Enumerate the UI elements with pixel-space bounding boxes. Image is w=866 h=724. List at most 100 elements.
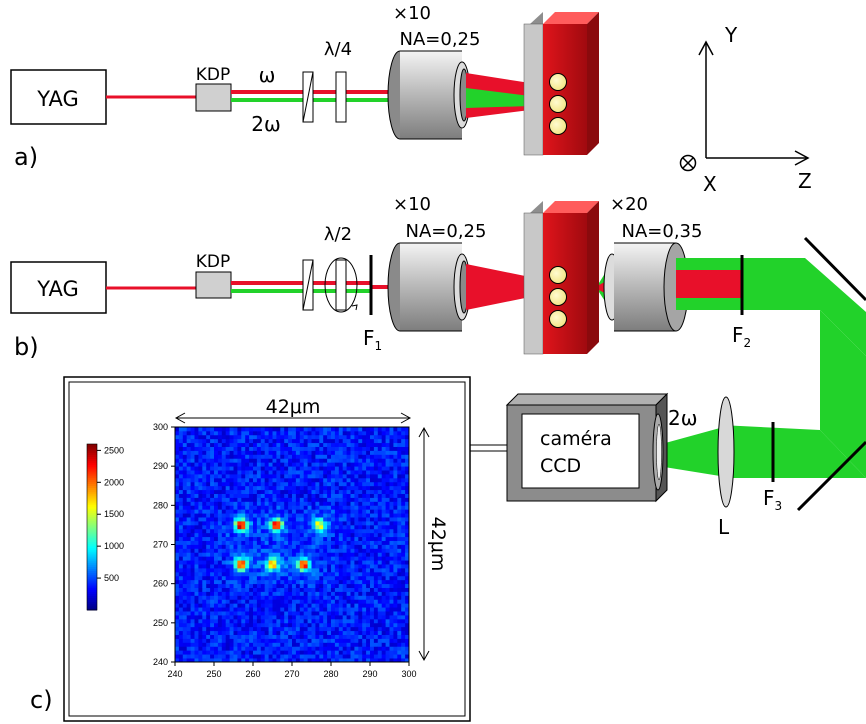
heatmap-cell	[334, 524, 340, 530]
heatmap-cell	[292, 446, 297, 451]
heatmap-cell	[260, 517, 266, 522]
heatmap-cell	[315, 528, 320, 534]
heatmap-cell	[366, 493, 371, 498]
heatmap-cell	[268, 603, 273, 608]
heatmap-cell	[237, 583, 242, 588]
heatmap-cell	[373, 552, 379, 557]
heatmap-cell	[342, 532, 347, 538]
heatmap-cell	[245, 603, 250, 608]
heatmap-cell	[303, 509, 308, 514]
heatmap-cell	[342, 536, 347, 541]
heatmap-cell	[272, 446, 277, 451]
heatmap-cell	[405, 583, 410, 588]
heatmap-cell	[214, 501, 219, 506]
heatmap-cell	[338, 454, 344, 459]
heatmap-cell	[233, 528, 238, 534]
heatmap-cell	[253, 470, 258, 475]
heatmap-cell	[194, 579, 199, 585]
heatmap-cell	[350, 489, 355, 494]
heatmap-cell	[206, 466, 211, 471]
heatmap-cell	[256, 532, 262, 538]
heatmap-cell	[295, 450, 301, 455]
heatmap-cell	[288, 509, 293, 514]
heatmap-cell	[342, 552, 347, 557]
heatmap-cell	[315, 536, 320, 541]
heatmap-cell	[295, 438, 301, 444]
colorbar-segment	[87, 512, 97, 516]
heatmap-cell	[237, 630, 242, 635]
heatmap-cell	[385, 489, 390, 494]
heatmap-cell	[315, 489, 320, 494]
heatmap-cell	[178, 446, 184, 451]
heatmap-cell	[280, 560, 285, 565]
heatmap-cell	[288, 646, 293, 651]
heatmap-cell	[331, 544, 336, 549]
colorbar-segment	[87, 500, 97, 503]
heatmap-cell	[393, 583, 398, 588]
heatmap-cell	[260, 536, 266, 541]
heatmap-cell	[299, 583, 305, 588]
heatmap-cell	[338, 544, 344, 549]
heatmap-cell	[393, 642, 398, 647]
heatmap-cell	[229, 442, 234, 447]
heatmap-cell	[393, 505, 398, 510]
heatmap-cell	[362, 564, 367, 569]
heatmap-cell	[288, 481, 293, 487]
heatmap-cell	[319, 505, 324, 510]
heatmap-cell	[366, 611, 371, 616]
heatmap-cell	[327, 548, 332, 553]
heatmap-cell	[292, 454, 297, 459]
heatmap-cell	[354, 568, 359, 573]
heatmap-cell	[354, 532, 359, 538]
heatmap-cell	[186, 485, 191, 491]
heatmap-cell	[331, 579, 336, 585]
heatmap-cell	[190, 521, 195, 526]
heatmap-cell	[405, 532, 410, 538]
heatmap-cell	[338, 642, 344, 647]
heatmap-cell	[405, 446, 410, 451]
heatmap-cell	[260, 595, 266, 600]
heatmap-cell	[245, 646, 250, 651]
heatmap-cell	[202, 528, 207, 534]
heatmap-cell	[237, 536, 242, 541]
heatmap-cell	[354, 571, 359, 577]
heatmap-cell	[268, 532, 273, 538]
heatmap-cell	[338, 497, 344, 502]
heatmap-cell	[405, 560, 410, 565]
heatmap-cell	[202, 560, 207, 565]
heatmap-cell	[206, 575, 211, 581]
heatmap-cell	[358, 454, 363, 459]
heatmap-cell	[334, 568, 340, 573]
heatmap-cell	[342, 626, 347, 632]
heatmap-cell	[214, 556, 219, 561]
heatmap-cell	[233, 587, 238, 592]
heatmap-cell	[202, 556, 207, 561]
heatmap-cell	[397, 634, 402, 639]
heatmap-cell	[210, 497, 215, 502]
heatmap-cell	[276, 603, 281, 608]
heatmap-cell	[295, 560, 301, 565]
heatmap-cell	[175, 587, 180, 592]
heatmap-cell	[198, 458, 203, 463]
heatmap-cell	[393, 544, 398, 549]
heatmap-cell	[358, 634, 363, 639]
heatmap-cell	[284, 528, 289, 534]
heatmap-cell	[233, 646, 238, 651]
heatmap-cell	[292, 595, 297, 600]
heatmap-cell	[217, 618, 223, 624]
heatmap-cell	[268, 466, 273, 471]
heatmap-cell	[229, 493, 234, 498]
heatmap-cell	[373, 536, 379, 541]
heatmap-cell	[260, 524, 266, 530]
heatmap-cell	[331, 564, 336, 569]
heatmap-cell	[264, 595, 269, 600]
heatmap-cell	[198, 615, 203, 620]
heatmap-cell	[362, 552, 367, 557]
heatmap-cell	[233, 630, 238, 635]
heatmap-cell	[373, 489, 379, 494]
heatmap-cell	[307, 560, 312, 565]
heatmap-cell	[206, 485, 211, 491]
heatmap-cell	[190, 513, 195, 518]
heatmap-cell	[307, 552, 312, 557]
heatmap-cell	[319, 568, 324, 573]
